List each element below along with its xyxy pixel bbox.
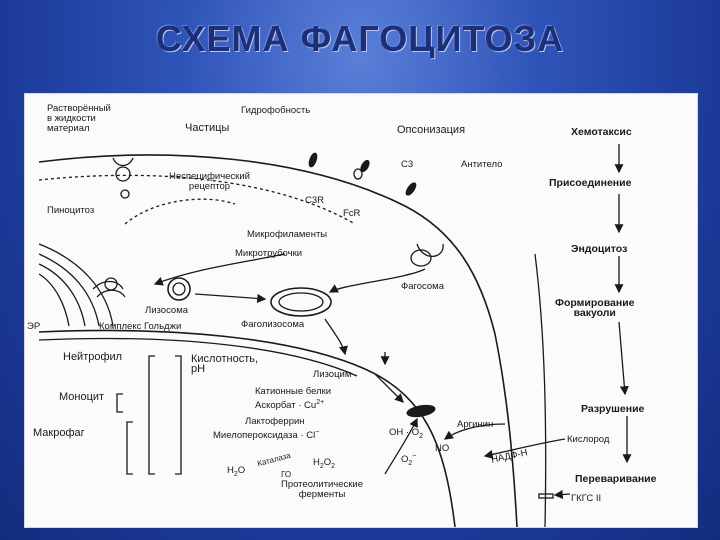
label-pinocytosis: Пиноцитоз xyxy=(47,206,94,216)
label-dissolved-material: Растворённый в жидкости материал xyxy=(47,104,111,134)
bracket-cell-types xyxy=(149,356,155,474)
phagolysosome-inner xyxy=(279,293,323,311)
label-microtubules: Микротрубочки xyxy=(235,249,302,259)
label-o2-minus: O2− xyxy=(401,452,416,469)
lysosome xyxy=(168,278,190,300)
label-arginine: Аргинин xyxy=(457,420,493,430)
stage-chemotaxis: Хемотаксис xyxy=(571,127,632,137)
er-layer-2 xyxy=(39,264,85,326)
label-oxygen: Кислород xyxy=(567,435,609,445)
label-microfilaments: Микрофиламенты xyxy=(247,230,327,240)
bracket-neutrophil xyxy=(175,356,181,474)
stage-vacuole: Формирование вакуоли xyxy=(555,298,635,318)
lysosome-inner xyxy=(173,283,185,295)
pinocytosis-vesicle xyxy=(116,167,130,181)
stage-attachment: Присоединение xyxy=(549,178,631,188)
label-proteolytic: Протеолитические ферменты xyxy=(281,480,363,500)
particle-1 xyxy=(308,152,318,167)
label-nonspecific-receptor: Неспецифический рецептор xyxy=(169,172,250,192)
stage-endocytosis: Эндоцитоз xyxy=(571,244,627,254)
label-gkgs: ГКГС II xyxy=(571,494,601,504)
er-layer-3 xyxy=(39,254,99,326)
label-phagosome: Фагосома xyxy=(401,282,444,292)
label-monocyte: Моноцит xyxy=(59,392,104,402)
label-lysosome: Лизосома xyxy=(145,306,188,316)
arrow-to-destruction xyxy=(325,319,345,354)
label-fcr: FcR xyxy=(343,209,360,219)
stage-digestion: Переваривание xyxy=(575,474,656,484)
arrow-lysozyme xyxy=(375,374,403,402)
label-phagolysosome: Фаголизосома xyxy=(241,320,304,330)
arrow-chemotaxis xyxy=(125,199,235,224)
label-lysozyme: Лизоцим xyxy=(313,370,351,380)
er-layer-4 xyxy=(39,244,113,326)
phagolysosome xyxy=(271,288,331,316)
arrow-lysosome-phagolysosome xyxy=(195,294,265,299)
label-neutrophil: Нейтрофил xyxy=(63,352,122,362)
label-er: ЭР xyxy=(27,322,40,332)
label-no: NO xyxy=(435,444,449,454)
label-lactoferrin: Лактоферрин xyxy=(245,417,305,427)
stage-arrow-4 xyxy=(619,322,625,394)
phagocytosis-diagram: Растворённый в жидкости материал Гидрофо… xyxy=(24,93,698,528)
golgi-vesicle xyxy=(105,278,117,290)
label-hydrophobicity: Гидрофобность xyxy=(241,106,310,116)
pinocytosis-vesicle-small xyxy=(121,190,129,198)
label-myeloperoxidase: Миелопероксидаза · Cl− xyxy=(213,428,319,441)
forming-phagosome xyxy=(411,250,431,266)
label-acidity: Кислотность, pH xyxy=(191,354,258,374)
bracket-monocyte xyxy=(117,394,123,412)
destruction-particle xyxy=(406,404,435,419)
particle-3 xyxy=(405,182,418,197)
label-oh-o2: OH · O2 xyxy=(389,428,423,442)
label-golgi: Комплекс Гольджи xyxy=(99,322,181,332)
particle-c3 xyxy=(354,169,362,179)
pinocytosis-invagination xyxy=(113,158,133,166)
bracket-macrophage xyxy=(127,422,133,474)
label-particles: Частицы xyxy=(185,123,229,133)
label-c3r: C3R xyxy=(305,196,324,206)
label-ascorbate: Аскорбат · Cu2+ xyxy=(255,398,324,411)
label-antibody: Антитело xyxy=(461,160,502,170)
stage-destruction: Разрушение xyxy=(581,404,644,414)
label-opsonization: Опсонизация xyxy=(397,125,465,135)
page-title: СХЕМА ФАГОЦИТОЗА xyxy=(0,18,720,60)
label-macrophage: Макрофаг xyxy=(33,428,85,438)
outer-right-curve xyxy=(535,254,546,527)
arrow-gkgs xyxy=(555,494,570,495)
label-h2o2: H2O2 xyxy=(313,458,335,472)
label-c3: C3 xyxy=(401,160,413,170)
label-cationic-proteins: Катионные белки xyxy=(255,387,331,397)
label-h2o: H2O xyxy=(227,466,245,480)
